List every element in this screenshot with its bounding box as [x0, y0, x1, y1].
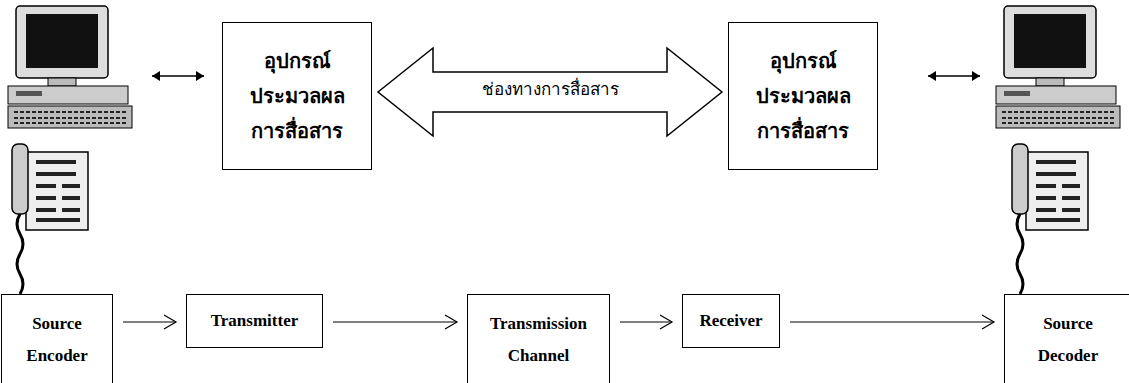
box-label: อุปกรณ์ ประมวลผล การสื่อสาร [231, 44, 363, 149]
box-label: Source Decoder [1013, 308, 1123, 373]
process-box: Transmission Channel [467, 294, 610, 383]
box-label: Transmission Channel [476, 308, 601, 373]
computer-icon [996, 6, 1120, 128]
box-label: Transmitter [211, 305, 299, 337]
process-box: Receiver [682, 294, 780, 348]
box-label: อุปกรณ์ ประมวลผล การสื่อสาร [737, 44, 869, 149]
box-label: Receiver [699, 305, 762, 337]
connector-arrow [790, 315, 994, 329]
link-arrow [152, 71, 204, 81]
computer-icon [8, 6, 132, 128]
process-box: อุปกรณ์ ประมวลผล การสื่อสาร [728, 22, 878, 170]
connector-arrow [123, 315, 176, 329]
box-label: Source Encoder [10, 308, 104, 373]
phone-icon [12, 144, 88, 294]
connector-arrow [620, 315, 672, 329]
process-box: Source Decoder [1004, 294, 1129, 383]
link-arrow [928, 71, 980, 81]
process-box: Source Encoder [1, 294, 113, 383]
connector-arrow [378, 48, 722, 136]
phone-icon [1012, 144, 1088, 294]
process-box: อุปกรณ์ ประมวลผล การสื่อสาร [222, 22, 372, 170]
edge-label: ช่องทางการสื่อสาร [479, 75, 622, 102]
process-box: Transmitter [186, 294, 323, 348]
connector-arrow [333, 315, 457, 329]
